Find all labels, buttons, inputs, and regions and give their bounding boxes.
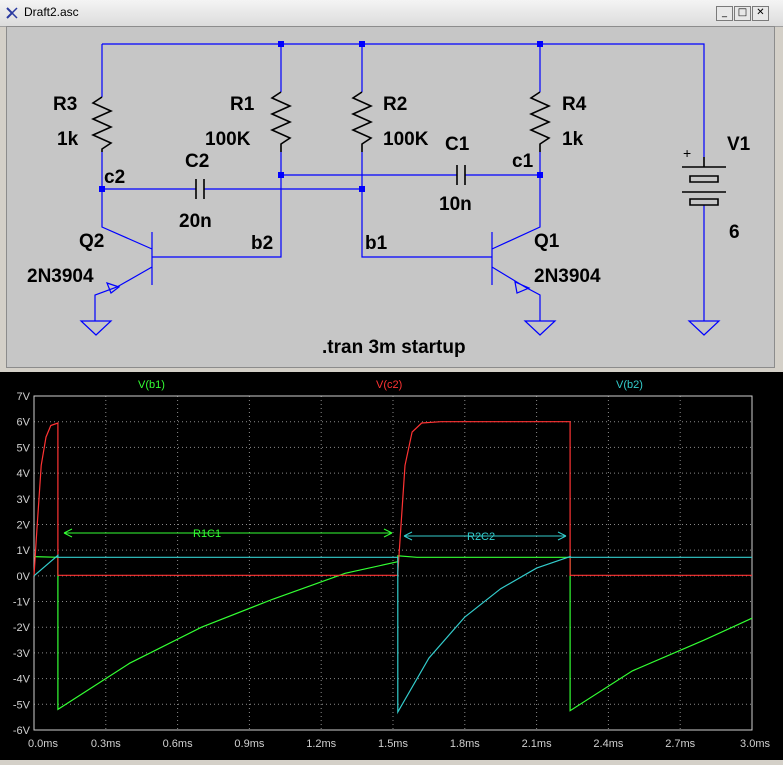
x-tick-label: 0.3ms xyxy=(91,738,121,750)
v1-plus-sign: + xyxy=(683,145,691,161)
q1-label: Q1 xyxy=(534,231,560,252)
minimize-button[interactable]: _ xyxy=(716,6,733,21)
y-tick-label: -2V xyxy=(13,622,31,634)
net-c1: c1 xyxy=(512,151,534,172)
r2-label: R2 xyxy=(383,94,407,115)
trace-vb2[interactable] xyxy=(33,553,752,715)
c1-label: C1 xyxy=(445,134,470,155)
junction-dot xyxy=(99,186,105,192)
x-tick-label: 0.0ms xyxy=(28,738,58,750)
ltspice-app-icon xyxy=(6,7,18,19)
ground-q2 xyxy=(79,319,113,336)
ground-q1 xyxy=(523,319,557,336)
x-tick-label: 0.6ms xyxy=(163,738,193,750)
c1-value: 10n xyxy=(439,194,472,215)
schematic-canvas[interactable]: R3 1k R1 100K R2 100K R4 1k C2 20n C1 10… xyxy=(6,26,775,368)
r1-label: R1 xyxy=(230,94,255,115)
y-tick-label: -3V xyxy=(13,648,31,660)
c2-symbol xyxy=(195,179,205,199)
c1-symbol xyxy=(456,165,466,185)
v1-label: V1 xyxy=(727,134,751,155)
r1c1-arrow xyxy=(63,528,393,538)
tran-directive: .tran 3m startup xyxy=(322,337,466,358)
r1-value: 100K xyxy=(205,129,251,150)
y-tick-label: 6V xyxy=(17,417,31,429)
x-tick-label: 2.4ms xyxy=(593,738,623,750)
q2-symbol xyxy=(94,207,153,319)
schematic-drawing: R3 1k R1 100K R2 100K R4 1k C2 20n C1 10… xyxy=(27,41,751,358)
v1-symbol xyxy=(682,157,726,206)
x-tick-label: 2.1ms xyxy=(522,738,552,750)
y-tick-label: 3V xyxy=(17,494,31,506)
c2-label: C2 xyxy=(185,151,209,172)
r4-label: R4 xyxy=(562,94,587,115)
y-tick-label: 4V xyxy=(17,468,31,480)
junction-dot xyxy=(537,41,543,47)
net-b2: b2 xyxy=(251,233,273,254)
q1-symbol xyxy=(491,222,541,319)
r2c2-arrow xyxy=(403,531,567,541)
q2-model: 2N3904 xyxy=(27,266,94,287)
r3-symbol xyxy=(91,96,113,152)
trace-vb1[interactable] xyxy=(33,555,753,712)
r3-label: R3 xyxy=(53,94,77,115)
legend-vc2: V(c2) xyxy=(376,379,402,391)
y-tick-label: 1V xyxy=(17,545,31,557)
y-tick-label: 5V xyxy=(17,442,31,454)
junction-dot xyxy=(278,41,284,47)
y-tick-label: 7V xyxy=(17,391,31,403)
r2-value: 100K xyxy=(383,129,429,150)
q1-model: 2N3904 xyxy=(534,266,601,287)
x-tick-label: 1.8ms xyxy=(450,738,480,750)
r2c2-label: R2C2 xyxy=(467,531,495,543)
wire-top-rail xyxy=(102,43,705,157)
wire-r2 xyxy=(361,44,492,258)
window-title: Draft2.asc xyxy=(24,5,79,19)
legend-vb2: V(b2) xyxy=(616,379,643,391)
restore-button[interactable]: □ xyxy=(734,6,751,21)
r4-value: 1k xyxy=(562,129,584,150)
x-tick-label: 2.7ms xyxy=(665,738,695,750)
r1-symbol xyxy=(270,91,292,152)
v1-value: 6 xyxy=(729,222,740,243)
legend-vb1: V(b1) xyxy=(138,379,165,391)
x-tick-label: 1.2ms xyxy=(306,738,336,750)
wire-r1 xyxy=(152,44,282,258)
c2-value: 20n xyxy=(179,211,212,232)
waveform-viewer[interactable]: 7V 6V 5V 4V 3V 2V 1V 0V -1V -2V -3V -4V -5V -6V 0.0ms… xyxy=(0,372,783,760)
q2-label: Q2 xyxy=(79,231,104,252)
net-c2: c2 xyxy=(104,167,125,188)
r3-value: 1k xyxy=(57,129,79,150)
x-tick-label: 1.5ms xyxy=(378,738,408,750)
y-tick-label: -5V xyxy=(13,699,31,711)
window-titlebar[interactable]: Draft2.asc _ □ ✕ xyxy=(0,0,783,27)
y-tick-label: 2V xyxy=(17,519,31,531)
net-b1: b1 xyxy=(365,233,388,254)
ground-v1 xyxy=(687,205,721,336)
r1c1-label: R1C1 xyxy=(193,528,221,540)
close-button[interactable]: ✕ xyxy=(752,6,769,21)
y-tick-label: -4V xyxy=(13,674,31,686)
plot-frame xyxy=(33,395,753,731)
junction-dot xyxy=(278,172,284,178)
y-tick-label: -6V xyxy=(13,725,31,737)
junction-dot xyxy=(359,41,365,47)
junction-dot xyxy=(359,186,365,192)
r2-symbol xyxy=(351,91,373,152)
y-tick-label: 0V xyxy=(17,571,31,583)
waveform-plot[interactable]: 7V 6V 5V 4V 3V 2V 1V 0V -1V -2V -3V -4V -5V -6V 0.0ms… xyxy=(0,372,783,760)
x-tick-label: 0.9ms xyxy=(234,738,264,750)
x-tick-label: 3.0ms xyxy=(740,738,770,750)
y-tick-label: -1V xyxy=(13,597,31,609)
junction-dot xyxy=(537,172,543,178)
r4-symbol xyxy=(529,91,551,152)
